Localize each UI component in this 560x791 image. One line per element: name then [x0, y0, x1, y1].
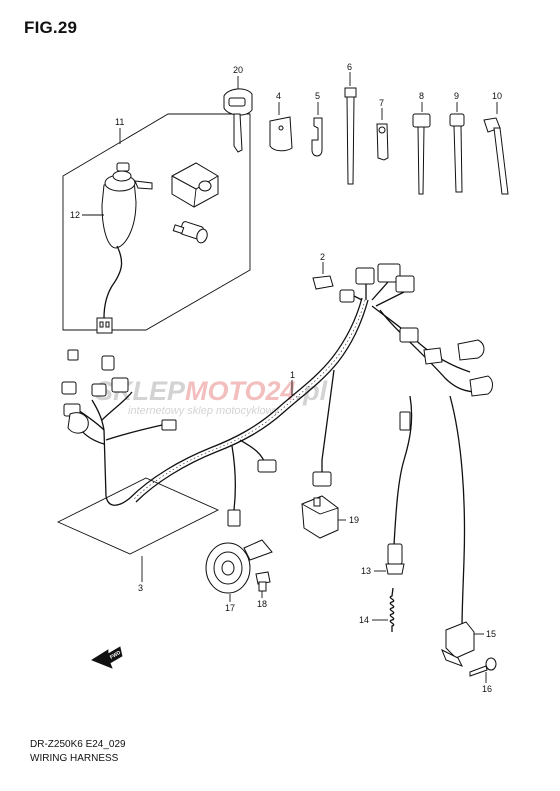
callout-20: 20 [233, 65, 243, 75]
watermark-brand-mid: MOTO [185, 376, 266, 406]
watermark-brand-left: SKLEP [95, 376, 186, 406]
callout-6: 6 [347, 62, 352, 72]
cable-tie-10-icon [483, 102, 509, 195]
figure-title: FIG.29 [24, 18, 78, 37]
clamp-4-icon [269, 102, 293, 152]
callout-labels: 1 2 3 4 5 6 7 8 9 10 11 12 13 14 15 16 1… [70, 62, 502, 694]
callout-16: 16 [482, 684, 492, 694]
cable-tie-8-icon [412, 102, 431, 195]
callout-3: 3 [138, 583, 143, 593]
watermark-tagline: internetowy sklep motocyklowy [128, 405, 281, 417]
callout-15: 15 [486, 629, 496, 639]
callout-10: 10 [492, 91, 502, 101]
harness-bag-outline [56, 477, 220, 555]
fwd-arrow-icon: FWD [91, 646, 123, 669]
watermark-brand-right: 24 [265, 376, 296, 406]
bolt-18-icon [255, 571, 271, 598]
ignition-switch-icon [96, 162, 153, 334]
clamp-7-icon [376, 108, 389, 161]
spring-14-icon [372, 587, 395, 632]
switch-cover-icon [171, 162, 219, 208]
fwd-label: FWD [109, 650, 122, 661]
watermark-brand-tld: .pl [296, 376, 328, 406]
screw-16-icon [469, 657, 497, 683]
small-connector-2-icon [312, 262, 334, 290]
callout-8: 8 [419, 91, 424, 101]
ignition-box-outline [62, 113, 251, 331]
figure-caption: WIRING HARNESS [30, 753, 119, 764]
callout-9: 9 [454, 91, 459, 101]
model-code: DR-Z250K6 E24_029 [30, 739, 126, 750]
callout-18: 18 [257, 599, 267, 609]
callout-7: 7 [379, 98, 384, 108]
main-harness [56, 263, 493, 629]
clamp-5-icon [311, 102, 323, 157]
watermark: SKLEPMOTO24.pl internetowy sklep motocyk… [95, 376, 328, 417]
ignition-switch-box [62, 113, 251, 334]
horn-17-icon [205, 539, 273, 602]
callout-19: 19 [349, 515, 359, 525]
plug-19-icon [301, 495, 346, 539]
callout-11: 11 [115, 117, 124, 127]
callout-14: 14 [359, 615, 369, 625]
callout-5: 5 [315, 91, 320, 101]
callout-17: 17 [225, 603, 235, 613]
callout-4: 4 [276, 91, 281, 101]
callout-13: 13 [361, 566, 371, 576]
switch-15-icon [441, 621, 484, 667]
cable-tie-9-icon [449, 102, 465, 193]
callout-1: 1 [290, 370, 295, 380]
key-icon [223, 76, 253, 153]
callout-2: 2 [320, 252, 325, 262]
callout-12: 12 [70, 210, 80, 220]
lock-cylinder-icon [172, 221, 208, 244]
cable-tie-6-icon [344, 72, 357, 185]
watermark-brand: SKLEPMOTO24.pl [95, 376, 328, 406]
